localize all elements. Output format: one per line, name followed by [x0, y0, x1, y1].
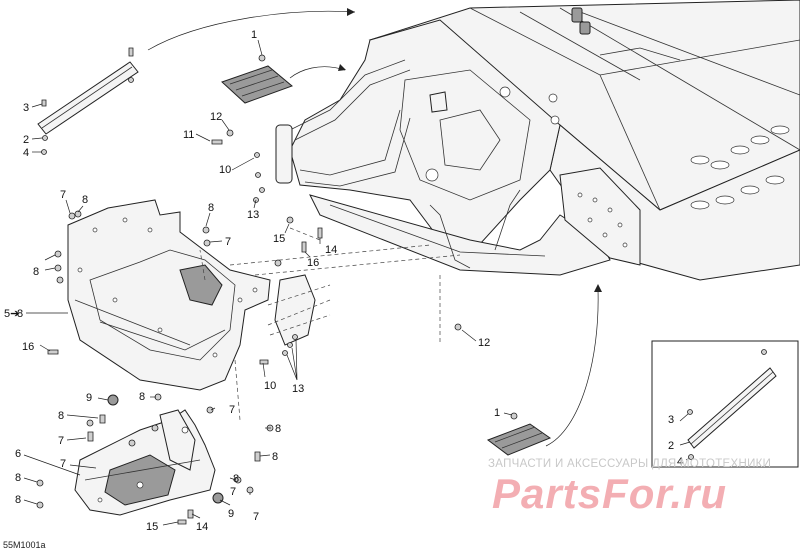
skid-bar-left	[37, 47, 139, 155]
callout-9-b: 9	[228, 508, 234, 520]
callout-8-g: 8	[275, 423, 281, 435]
callout-7-c: 7	[58, 435, 64, 447]
callout-1-top: 1	[251, 29, 257, 41]
callout-7-d: 7	[229, 404, 235, 416]
lower-bracket	[74, 409, 216, 516]
callout-8-j: 8	[15, 494, 21, 506]
callout-4-top: 4	[23, 147, 29, 159]
callout-16-mid: 16	[22, 341, 34, 353]
callout-1-bottom: 1	[494, 407, 500, 419]
callout-8-d: 8	[17, 308, 23, 320]
callout-8-h: 8	[272, 451, 278, 463]
callout-6: 6	[15, 448, 21, 460]
callout-10-top: 10	[219, 164, 231, 176]
callout-12-mid: 12	[478, 337, 490, 349]
diagram-code: 55M1001a	[3, 540, 46, 550]
callout-8-e: 8	[58, 410, 64, 422]
callout-7-g: 7	[253, 511, 259, 523]
direction-arrows	[147, 8, 602, 447]
callout-14-top: 14	[325, 244, 337, 256]
callout-11: 11	[183, 129, 194, 141]
watermark-logo: PartsFor.ru	[492, 470, 728, 517]
callout-14-bottom: 14	[196, 521, 208, 533]
callout-8-f: 8	[139, 391, 145, 403]
foot-grip-plate-top	[221, 54, 293, 104]
callout-15-bottom: 15	[146, 521, 158, 533]
callout-7-f: 7	[230, 486, 236, 498]
fasteners	[36, 129, 462, 525]
callout-8-a: 8	[82, 194, 88, 206]
callout-2-top: 2	[23, 134, 29, 146]
bulkhead-plate	[67, 199, 316, 391]
callout-8-c: 8	[33, 266, 39, 278]
callout-8-b: 8	[208, 202, 214, 214]
callout-3-top: 3	[23, 102, 29, 114]
callout-3-inset: 3	[668, 414, 674, 426]
chassis-frame	[275, 0, 800, 281]
callout-10-mid: 10	[264, 380, 276, 392]
foot-grip-plate-bottom	[486, 412, 552, 456]
heat-exchanger-slots	[690, 125, 790, 210]
watermark-tagline: ЗАПЧАСТИ И АКСЕССУАРЫ ДЛЯ МОТОТЕХНИКИ	[488, 458, 772, 470]
assembly-guide-lines	[199, 227, 461, 421]
callout-8-k: 8	[233, 473, 239, 485]
callout-labels: 1 3 2 4 12 11 10 13 15 14 16 7 8 8 7 8 5…	[4, 29, 683, 533]
callout-7-e: 7	[60, 458, 66, 470]
callout-4-inset: 4	[677, 456, 683, 468]
callout-7-a: 7	[60, 189, 66, 201]
callout-5-ref-8: 5➔	[4, 308, 19, 320]
callout-13-mid: 13	[292, 383, 304, 395]
callout-7-b: 7	[225, 236, 231, 248]
leader-lines	[23, 39, 691, 526]
callout-12-top: 12	[210, 111, 222, 123]
callout-8-i: 8	[15, 472, 21, 484]
detail-inset-box	[651, 340, 799, 468]
callout-2-inset: 2	[668, 440, 674, 452]
callout-13-top: 13	[247, 209, 259, 221]
callout-16-top: 16	[307, 257, 319, 269]
callout-15-top: 15	[273, 233, 285, 245]
callout-9-a: 9	[86, 392, 92, 404]
